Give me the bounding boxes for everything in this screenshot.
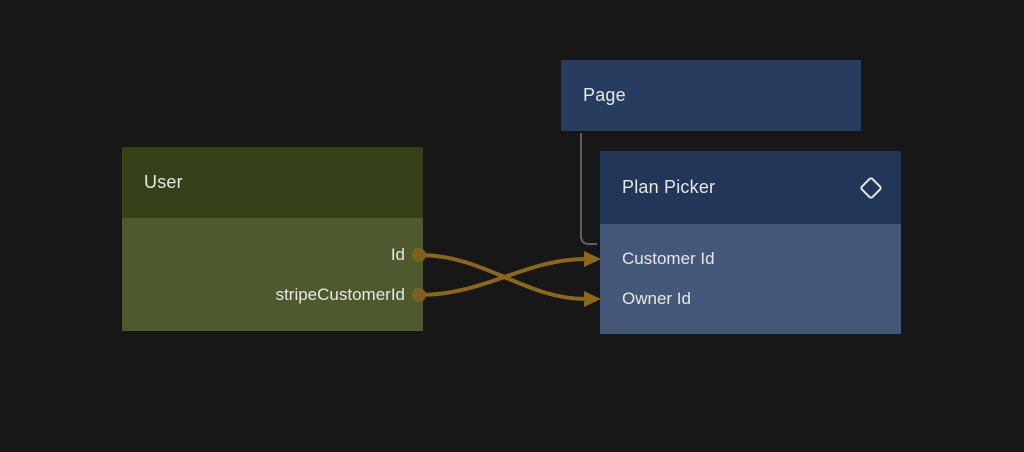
- field-plan-customer-id[interactable]: Customer Id: [622, 239, 883, 279]
- field-plan-owner-id[interactable]: Owner Id: [622, 279, 883, 319]
- connection-stripecustomerid-to-customer-id[interactable]: [417, 257, 588, 297]
- node-page-title: Page: [583, 85, 626, 105]
- field-user-id[interactable]: Id: [140, 235, 405, 275]
- node-user-title: User: [144, 172, 183, 192]
- port-user-stripecustomerid[interactable]: [412, 288, 426, 302]
- node-page[interactable]: Page: [561, 60, 861, 131]
- node-plan-picker-title: Plan Picker: [622, 177, 716, 197]
- node-plan-picker-body: Customer Id Owner Id: [600, 224, 901, 334]
- node-user-header[interactable]: User: [122, 147, 423, 218]
- node-plan-picker[interactable]: Plan Picker Customer Id Owner Id: [600, 151, 901, 334]
- port-user-id[interactable]: [412, 248, 426, 262]
- field-user-stripecustomerid[interactable]: stripeCustomerId: [140, 275, 405, 315]
- connection-page-to-plan-picker[interactable]: [580, 133, 597, 245]
- node-user[interactable]: User Id stripeCustomerId: [122, 147, 423, 331]
- node-user-body: Id stripeCustomerId: [122, 218, 423, 331]
- field-user-stripecustomerid-label: stripeCustomerId: [275, 285, 405, 304]
- field-plan-owner-id-label: Owner Id: [622, 289, 691, 308]
- node-plan-picker-header[interactable]: Plan Picker: [600, 151, 901, 224]
- node-page-header[interactable]: Page: [561, 60, 861, 131]
- field-user-id-label: Id: [390, 245, 405, 264]
- diamond-icon[interactable]: [859, 176, 883, 200]
- field-plan-customer-id-label: Customer Id: [622, 249, 715, 268]
